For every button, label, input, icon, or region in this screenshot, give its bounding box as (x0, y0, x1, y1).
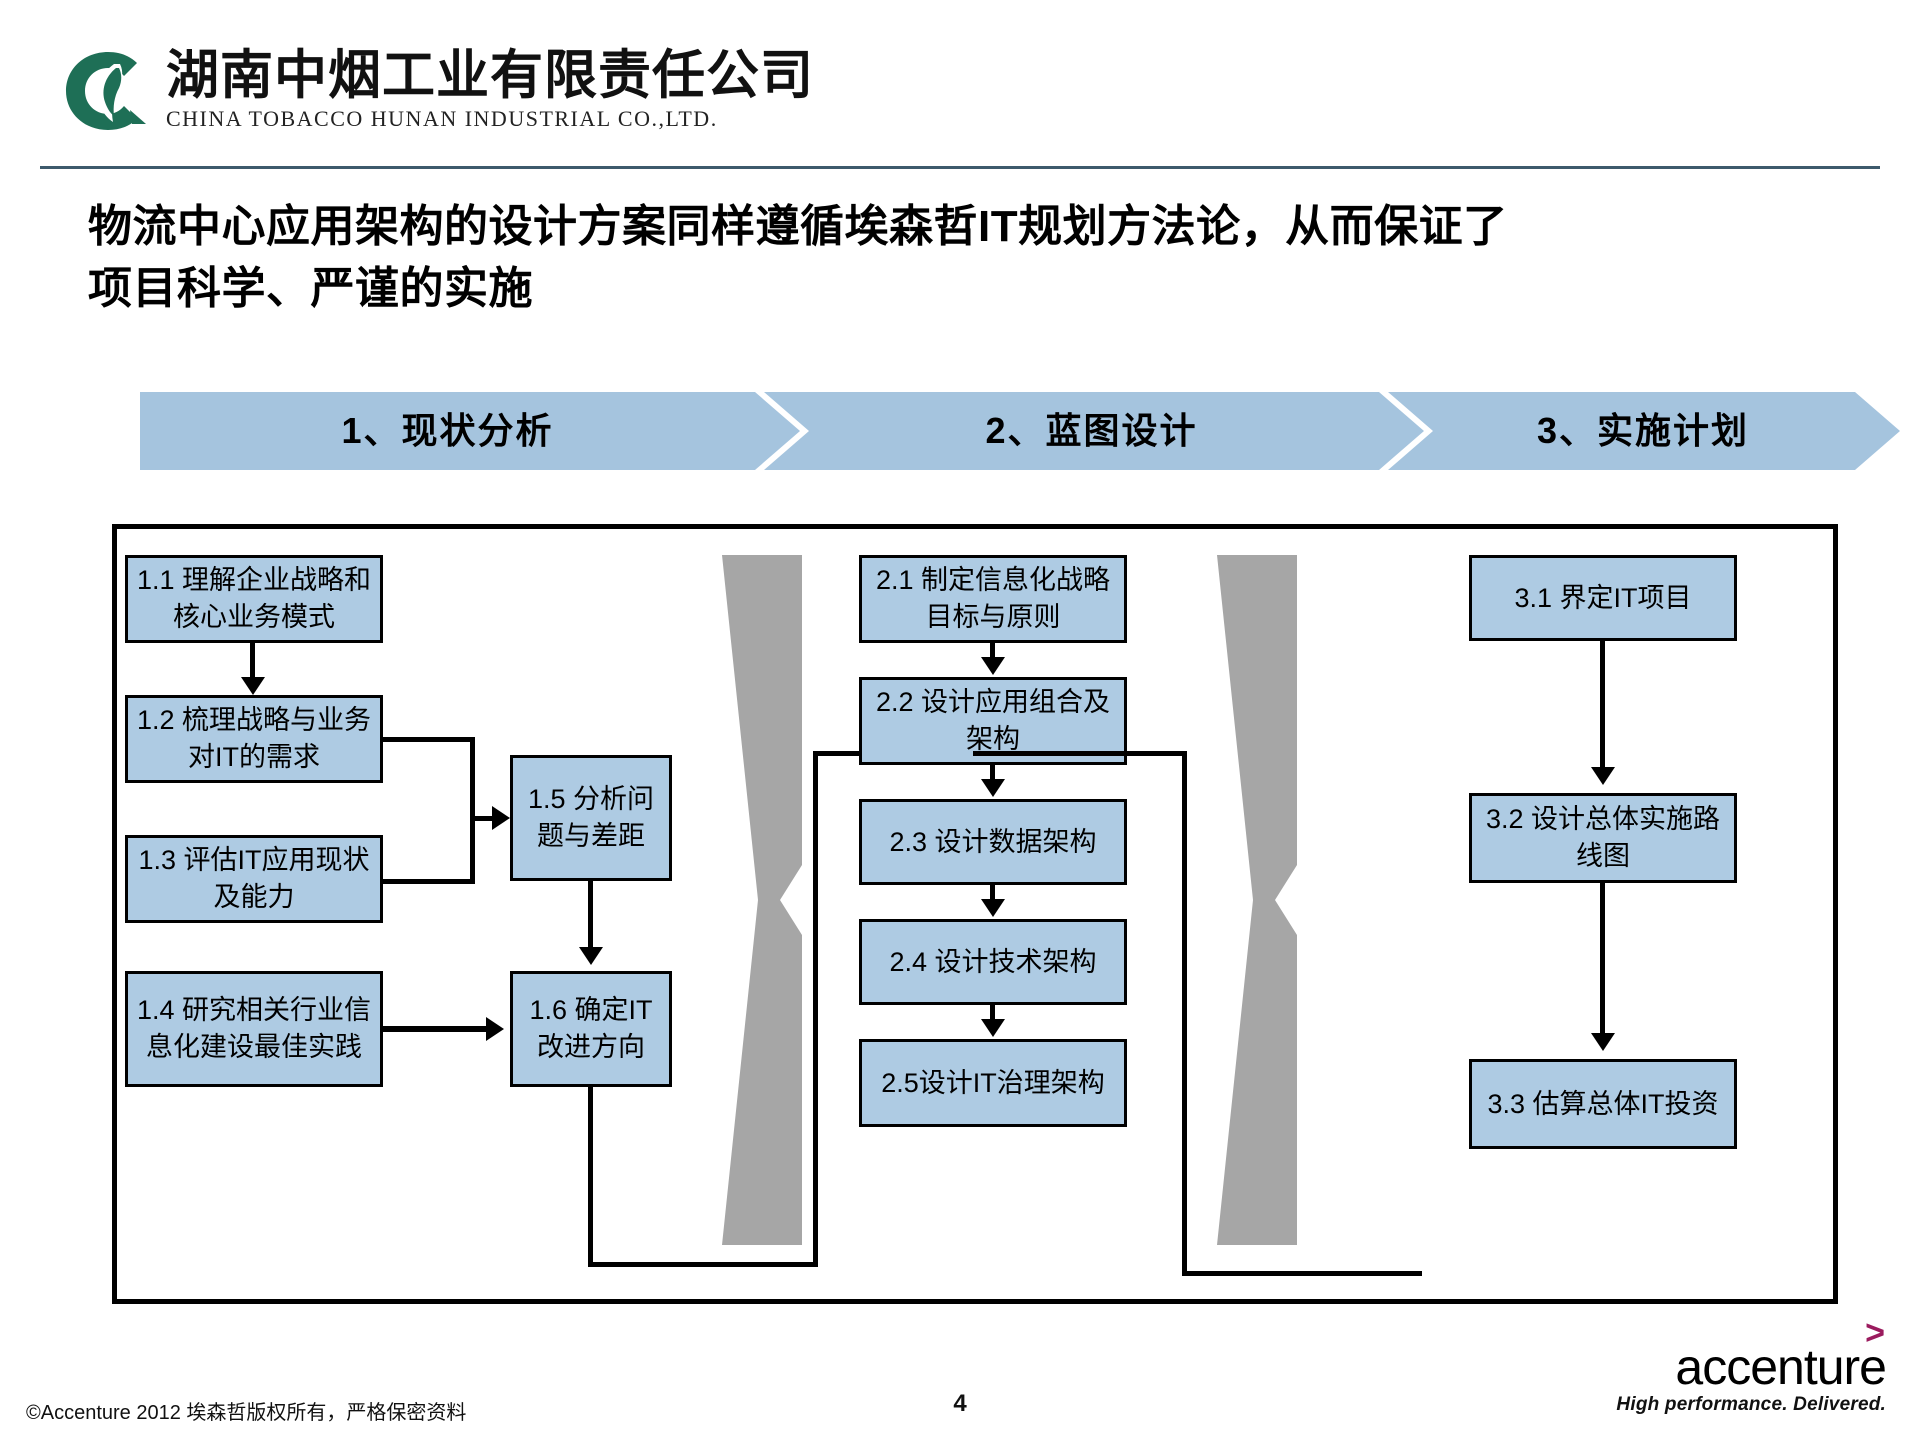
step-box-1-3-label: 1.3 评估IT应用现状及能力 (138, 845, 370, 912)
connector-1-5-to-1-6 (588, 881, 593, 949)
funnel-arrow-1-icon (722, 555, 802, 1245)
step-box-3-2[interactable]: 3.2 设计总体实施路线图 (1469, 793, 1737, 883)
page-title-line2: 项目科学、严谨的实施 (88, 264, 533, 313)
company-logo-block: 湖南中烟工业有限责任公司 CHINA TOBACCO HUNAN INDUSTR… (62, 48, 814, 132)
step-box-2-1-label: 2.1 制定信息化战略目标与原则 (875, 565, 1111, 632)
arrowhead-2-1-to-2-2-icon (981, 657, 1005, 675)
step-box-1-1[interactable]: 1.1 理解企业战略和核心业务模式 (125, 555, 383, 643)
connector-phase1-to-phase2-right (588, 1262, 818, 1267)
connector-phase1-to-phase2-up (813, 751, 818, 1267)
company-name-cn: 湖南中烟工业有限责任公司 (166, 46, 814, 105)
phase-chevron-1-label: 1、现状分析 (341, 410, 554, 451)
connector-1-3-right (383, 879, 475, 884)
accenture-logo: accenture > High performance. Delivered. (1616, 1316, 1887, 1416)
step-box-1-3[interactable]: 1.3 评估IT应用现状及能力 (125, 835, 383, 923)
step-box-2-5[interactable]: 2.5设计IT治理架构 (859, 1039, 1127, 1127)
connector-1-2-right (383, 737, 475, 742)
step-box-2-3[interactable]: 2.3 设计数据架构 (859, 799, 1127, 885)
step-box-1-6-label: 1.6 确定IT改进方向 (529, 995, 653, 1062)
phase-chevron-1[interactable] (140, 392, 800, 470)
arrowhead-1-1-to-1-2-icon (241, 677, 265, 695)
step-box-2-1[interactable]: 2.1 制定信息化战略目标与原则 (859, 555, 1127, 643)
step-box-3-2-label: 3.2 设计总体实施路线图 (1485, 804, 1721, 871)
step-box-3-1-label: 3.1 界定IT项目 (1514, 582, 1692, 613)
connector-2-2-to-2-3 (990, 765, 995, 783)
phase-chevron-3[interactable] (1388, 392, 1900, 470)
arrowhead-3-1-to-3-2-icon (1591, 767, 1615, 785)
connector-2-1-to-2-2 (990, 643, 995, 661)
connector-phase2-to-phase3-down (1182, 751, 1187, 1276)
connector-merge-to-1-5 (470, 816, 494, 821)
step-box-1-2[interactable]: 1.2 梳理战略与业务对IT的需求 (125, 695, 383, 783)
connector-1-4-to-1-6 (383, 1026, 488, 1032)
connector-2-4-to-2-5 (990, 1005, 995, 1023)
step-box-1-5-label: 1.5 分析问题与差距 (527, 784, 655, 851)
accenture-wordmark: accenture > (1675, 1316, 1887, 1395)
page-title: 物流中心应用架构的设计方案同样遵循埃森哲IT规划方法论，从而保证了 项目科学、严… (88, 196, 1848, 320)
arrowhead-3-2-to-3-3-icon (1591, 1033, 1615, 1051)
connector-phase2-to-phase3-bottom (1182, 1271, 1422, 1276)
step-box-1-5[interactable]: 1.5 分析问题与差距 (510, 755, 672, 881)
phase-chevron-3-label: 3、实施计划 (1536, 410, 1750, 451)
arrowhead-1-5-to-1-6-icon (579, 947, 603, 965)
connector-3-1-to-3-2 (1600, 641, 1605, 769)
connector-phase1-to-phase2-down (588, 1087, 593, 1267)
footer-copyright: ©Accenture 2012 埃森哲版权所有，严格保密资料 (26, 1402, 467, 1424)
arrowhead-2-4-to-2-5-icon (981, 1019, 1005, 1037)
accenture-caret-icon: > (1865, 1314, 1885, 1352)
company-name-en: CHINA TOBACCO HUNAN INDUSTRIAL CO.,LTD. (166, 106, 718, 131)
step-box-2-2[interactable]: 2.2 设计应用组合及架构 (859, 677, 1127, 765)
arrowhead-1-4-to-1-6-icon (486, 1017, 504, 1041)
funnel-arrow-2-icon (1217, 555, 1297, 1245)
step-box-2-4[interactable]: 2.4 设计技术架构 (859, 919, 1127, 1005)
arrowhead-merge-to-1-5-icon (492, 806, 510, 830)
phase-chevron-2-label: 2、蓝图设计 (985, 410, 1198, 451)
connector-2-3-to-2-4 (990, 885, 995, 903)
accenture-wordmark-text: accenture (1675, 1339, 1887, 1395)
connector-phase2-to-phase3-right (973, 751, 1187, 756)
process-flow-frame: 1.1 理解企业战略和核心业务模式 1.2 梳理战略与业务对IT的需求 1.3 … (112, 524, 1838, 1304)
step-box-2-2-label: 2.2 设计应用组合及架构 (875, 687, 1111, 754)
step-box-3-1[interactable]: 3.1 界定IT项目 (1469, 555, 1737, 641)
phase-chevron-band: 1、现状分析 2、蓝图设计 3、实施计划 (140, 392, 1900, 470)
step-box-3-3[interactable]: 3.3 估算总体IT投资 (1469, 1059, 1737, 1149)
connector-1-1-to-1-2 (250, 643, 255, 679)
step-box-2-5-label: 2.5设计IT治理架构 (881, 1067, 1105, 1098)
accenture-tagline: High performance. Delivered. (1616, 1394, 1886, 1415)
step-box-3-3-label: 3.3 估算总体IT投资 (1487, 1088, 1719, 1119)
step-box-1-1-label: 1.1 理解企业战略和核心业务模式 (136, 565, 372, 632)
step-box-1-4-label: 1.4 研究相关行业信息化建设最佳实践 (136, 995, 372, 1062)
page-number: 4 (953, 1390, 967, 1417)
step-box-2-4-label: 2.4 设计技术架构 (889, 946, 1097, 977)
phase-chevron-2[interactable] (764, 392, 1424, 470)
step-box-1-2-label: 1.2 梳理战略与业务对IT的需求 (136, 705, 372, 772)
step-box-1-6[interactable]: 1.6 确定IT改进方向 (510, 971, 672, 1087)
connector-3-2-to-3-3 (1600, 883, 1605, 1035)
connector-merge-vertical (470, 737, 475, 884)
step-box-1-4[interactable]: 1.4 研究相关行业信息化建设最佳实践 (125, 971, 383, 1087)
tobacco-leaf-logo-icon (62, 50, 154, 132)
page-title-line1: 物流中心应用架构的设计方案同样遵循埃森哲IT规划方法论，从而保证了 (88, 202, 1508, 251)
arrowhead-2-3-to-2-4-icon (981, 899, 1005, 917)
header-divider (40, 166, 1880, 169)
arrowhead-2-2-to-2-3-icon (981, 779, 1005, 797)
step-box-2-3-label: 2.3 设计数据架构 (889, 826, 1097, 857)
